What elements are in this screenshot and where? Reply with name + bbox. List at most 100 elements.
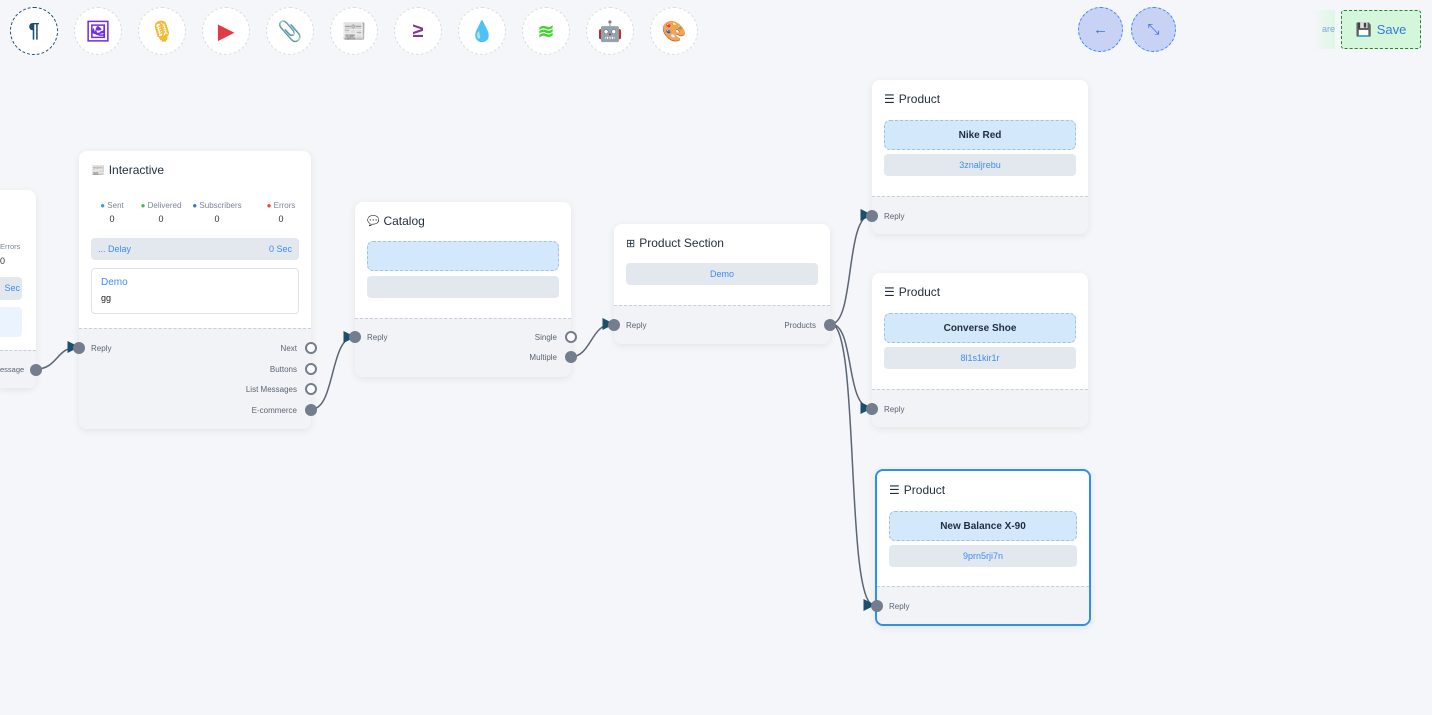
back-button[interactable]: ← — [1078, 7, 1123, 52]
catalog-id[interactable] — [367, 276, 559, 298]
section-name[interactable]: Demo — [626, 263, 818, 285]
partial-node[interactable]: Errors 0 Sec essage — [0, 190, 42, 388]
delay-value: 0 Sec — [268, 244, 292, 254]
bars-icon: ☰ — [884, 285, 895, 299]
product-id[interactable]: 3znaljrebu — [884, 154, 1076, 176]
product-node[interactable]: ☰Product Nike Red 3znaljrebu Reply — [866, 80, 1088, 234]
image-icon: 🖼 — [85, 20, 111, 43]
input-handle[interactable] — [866, 210, 878, 222]
tool-droplet-button[interactable]: 💧 — [458, 7, 506, 55]
arrow-left-icon: ← — [1093, 21, 1108, 38]
input-label: Reply — [626, 321, 647, 330]
newspaper-icon: 📰 — [341, 20, 367, 43]
tool-stack-overflow-button[interactable]: ≋ — [522, 7, 570, 55]
palette-icon: 🎨 — [661, 20, 687, 43]
output-label: E-commerce — [251, 405, 297, 415]
product-node[interactable]: ☰Product Converse Shoe 8l1s1kir1r Reply — [866, 273, 1088, 427]
input-handle[interactable] — [871, 600, 883, 612]
output-handle-single[interactable] — [565, 331, 577, 343]
product-id[interactable]: 8l1s1kir1r — [884, 347, 1076, 369]
save-button[interactable]: 💾 Save — [1341, 10, 1421, 49]
delay-bar[interactable]: Sec — [0, 277, 22, 300]
tool-image-button[interactable]: 🖼 — [74, 7, 122, 55]
output-handle[interactable] — [30, 364, 42, 376]
delay-bar[interactable]: ... Delay 0 Sec — [91, 238, 299, 260]
product-node[interactable]: ☰Product New Balance X-90 9prn5rji7n Rep… — [871, 469, 1091, 626]
stat-label: Errors — [273, 201, 296, 210]
product-name[interactable]: Converse Shoe — [884, 313, 1076, 343]
catalog-node[interactable]: 💬Catalog Reply Single Multiple — [349, 202, 577, 377]
output-handle[interactable] — [305, 342, 317, 354]
save-label: Save — [1376, 22, 1407, 37]
delay-label: ... Delay — [98, 244, 132, 254]
bars-icon: ☰ — [884, 92, 895, 106]
edge — [830, 323, 876, 611]
product-name[interactable]: New Balance X-90 — [889, 511, 1077, 541]
input-label: Reply — [884, 212, 905, 221]
stat-value: 0 — [278, 214, 284, 224]
paragraph-icon: ¶ — [28, 19, 40, 42]
tool-newspaper-button[interactable]: 📰 — [330, 7, 378, 55]
tool-greater-equal-button[interactable]: ≥ — [394, 7, 442, 55]
output-label: Next — [280, 344, 297, 353]
youtube-icon: ▶ — [218, 20, 234, 43]
stat-value: 0 — [109, 214, 115, 224]
tool-paperclip-button[interactable]: 📎 — [266, 7, 314, 55]
paperclip-icon: 📎 — [277, 20, 303, 43]
message-title: Demo — [101, 277, 128, 288]
message-box[interactable] — [0, 307, 22, 337]
input-handle[interactable] — [608, 319, 620, 331]
edge — [35, 341, 80, 370]
input-handle[interactable] — [73, 342, 85, 354]
errors-value: 0 — [0, 256, 6, 266]
output-label: essage — [0, 365, 25, 374]
stat-icon: ● — [266, 201, 272, 210]
product-name[interactable]: Nike Red — [884, 120, 1076, 150]
output-label: Products — [784, 321, 816, 330]
input-label: Reply — [367, 333, 388, 342]
catalog-item[interactable] — [367, 241, 559, 271]
input-label: Reply — [889, 602, 910, 611]
node-title: Product Section — [639, 236, 724, 250]
node-title: Interactive — [108, 163, 165, 177]
floppy-disk-icon: 💾 — [1355, 21, 1372, 37]
bars-icon: ☰ — [889, 483, 900, 497]
stat-label: Sent — [107, 201, 124, 210]
comment-dots-icon: 💬 — [367, 215, 380, 227]
robot-icon: 🤖 — [597, 20, 623, 43]
microphone-icon: 🎙 — [149, 20, 175, 43]
tool-youtube-button[interactable]: ▶ — [202, 7, 250, 55]
tool-palette-button[interactable]: 🎨 — [650, 7, 698, 55]
input-handle[interactable] — [349, 331, 361, 343]
output-handle[interactable] — [305, 362, 317, 375]
node-title: Product — [898, 92, 941, 106]
stack-overflow-icon: ≋ — [537, 20, 555, 43]
ghost-button: are — [1313, 10, 1335, 49]
product-section-node[interactable]: ⊞Product Section Demo Reply Products — [608, 224, 836, 344]
output-handle[interactable] — [305, 383, 317, 395]
product-id[interactable]: 9prn5rji7n — [889, 545, 1077, 567]
input-label: Reply — [884, 405, 905, 414]
stat-label: Delivered — [147, 201, 182, 210]
output-handle-multiple[interactable] — [565, 351, 577, 363]
tool-robot-button[interactable]: 🤖 — [586, 7, 634, 55]
output-label: List Messages — [245, 385, 297, 394]
message-box[interactable]: Demo gg — [91, 268, 299, 314]
stat-icon: ● — [192, 201, 198, 210]
edge — [569, 318, 615, 358]
input-handle[interactable] — [866, 403, 878, 415]
output-label: Buttons — [269, 364, 297, 374]
output-handle[interactable] — [305, 403, 317, 416]
tool-microphone-button[interactable]: 🎙 — [138, 7, 186, 55]
output-label: Single — [534, 333, 557, 342]
droplet-icon: 💧 — [469, 20, 495, 43]
stat-icon: ● — [140, 201, 146, 210]
fit-view-button[interactable]: ⤡ — [1131, 7, 1176, 52]
table-icon: ⊞ — [626, 237, 636, 250]
edge — [830, 323, 873, 414]
output-handle-products[interactable] — [824, 319, 836, 331]
tool-paragraph-button[interactable]: ¶ — [10, 7, 58, 55]
